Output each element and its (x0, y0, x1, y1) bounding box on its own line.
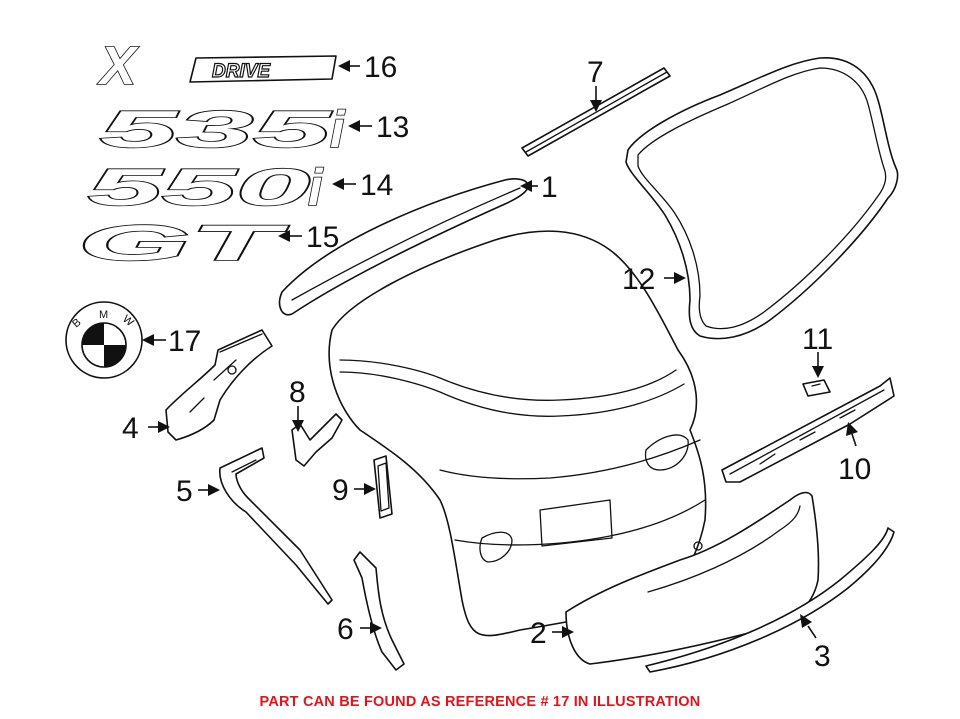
callout-17: 17 (168, 325, 201, 358)
arrow-12 (674, 272, 686, 284)
tailgate-trim-bar (721, 377, 895, 483)
seal-outer (625, 57, 899, 340)
xdrive-word: DRIVE (212, 61, 271, 82)
arrow-2 (562, 626, 574, 638)
xdrive-x-letter: X (97, 36, 139, 96)
bmw-emblem: B M W (65, 301, 143, 379)
arrow-3 (800, 614, 812, 628)
callout-11: 11 (802, 323, 833, 356)
rear-spoiler (278, 178, 529, 316)
reflector (373, 455, 393, 519)
arrow-15 (278, 230, 290, 242)
arrow-6 (370, 622, 382, 634)
trim-strip-line (525, 71, 668, 153)
callout-10: 10 (838, 453, 871, 486)
callout-14: 14 (360, 169, 393, 202)
spoiler-edge-line (291, 187, 521, 301)
bottom-molding (645, 527, 895, 673)
tailgate-lower-light-line (454, 499, 706, 546)
trim-clip (802, 379, 831, 397)
xdrive-plate (189, 55, 337, 83)
arrow-9 (364, 483, 376, 495)
bracket-details (189, 333, 263, 413)
gt-badge: GT (77, 214, 291, 272)
tailgate-seal (625, 57, 899, 340)
callout-7: 7 (587, 56, 604, 89)
callout-5: 5 (176, 475, 193, 508)
badge-550: 550 (88, 159, 310, 217)
badge-gt: GT (78, 215, 291, 271)
arrow-1 (520, 180, 532, 192)
reflector-inner (377, 462, 390, 512)
callout-4: 4 (122, 412, 139, 445)
model-550i-badge: 550 i (87, 158, 325, 218)
arrow-7 (590, 100, 602, 112)
hinge-bracket (165, 329, 273, 441)
callout-6: 6 (337, 613, 354, 646)
trim-panel-hole (693, 541, 703, 551)
small-hinge-body (291, 413, 343, 467)
xdrive-badge: X DRIVE (96, 35, 337, 97)
callout-13: 13 (376, 111, 409, 144)
pillar-trim (219, 447, 333, 605)
lower-bracket-body (353, 551, 405, 671)
callout-9: 9 (332, 474, 349, 507)
tail-light-right (644, 434, 689, 471)
pillar-trim-body (219, 447, 333, 605)
arrow-8 (292, 420, 304, 432)
leader-3 (807, 625, 817, 639)
arrow-13 (348, 120, 360, 132)
clip-slot (811, 383, 821, 387)
bracket-hole (227, 365, 237, 375)
arrow-17 (142, 334, 154, 346)
small-hinge (291, 413, 343, 467)
spoiler-body (278, 178, 529, 316)
lower-bracket (353, 551, 405, 671)
molding-body (645, 527, 895, 673)
trim-bar-details (729, 389, 885, 475)
callout-8: 8 (289, 376, 306, 409)
callout-12: 12 (622, 263, 655, 296)
emblem-quadrant-2 (104, 345, 126, 367)
arrow-16 (338, 60, 350, 72)
emblem-letter-m: M (99, 309, 108, 321)
tailgate-panel (328, 230, 707, 637)
arrow-14 (332, 178, 344, 190)
tail-light-left (479, 531, 513, 563)
badge-535-i: i (330, 101, 346, 159)
lower-trim-panel (565, 491, 820, 665)
callout-16: 16 (364, 51, 397, 84)
tailgate-upper-light-line (439, 439, 701, 480)
callout-2: 2 (530, 617, 547, 650)
clip-body (802, 379, 831, 397)
tailgate-crease (339, 371, 685, 417)
badge-535: 535 (100, 101, 333, 159)
callout-1: 1 (541, 171, 558, 204)
leader-10 (851, 433, 857, 447)
badge-550-i: i (308, 159, 324, 217)
callout-15: 15 (306, 221, 339, 254)
arrow-10 (846, 422, 858, 436)
arrow-5 (208, 484, 220, 496)
license-plate-recess (539, 499, 613, 547)
leader-lines (142, 60, 858, 639)
trim-panel-crease (647, 505, 801, 593)
trim-bar-body (721, 377, 895, 483)
arrow-11 (812, 366, 824, 378)
callout-numbers: 16 13 14 15 17 1 7 12 11 10 4 5 8 9 6 2 … (122, 51, 871, 673)
model-535i-badge: 535 i (99, 100, 347, 160)
reference-caption: PART CAN BE FOUND AS REFERENCE # 17 IN I… (259, 694, 701, 710)
bracket-body (165, 329, 273, 441)
reflector-outer (373, 455, 393, 519)
emblem-quadrant-1 (82, 323, 104, 345)
pillar-trim-line (231, 459, 257, 473)
trim-panel-body (565, 491, 820, 665)
tailgate-glass-lower-edge (339, 359, 677, 401)
callout-3: 3 (814, 640, 831, 673)
arrow-4 (158, 421, 170, 433)
seal-inner (637, 67, 887, 330)
